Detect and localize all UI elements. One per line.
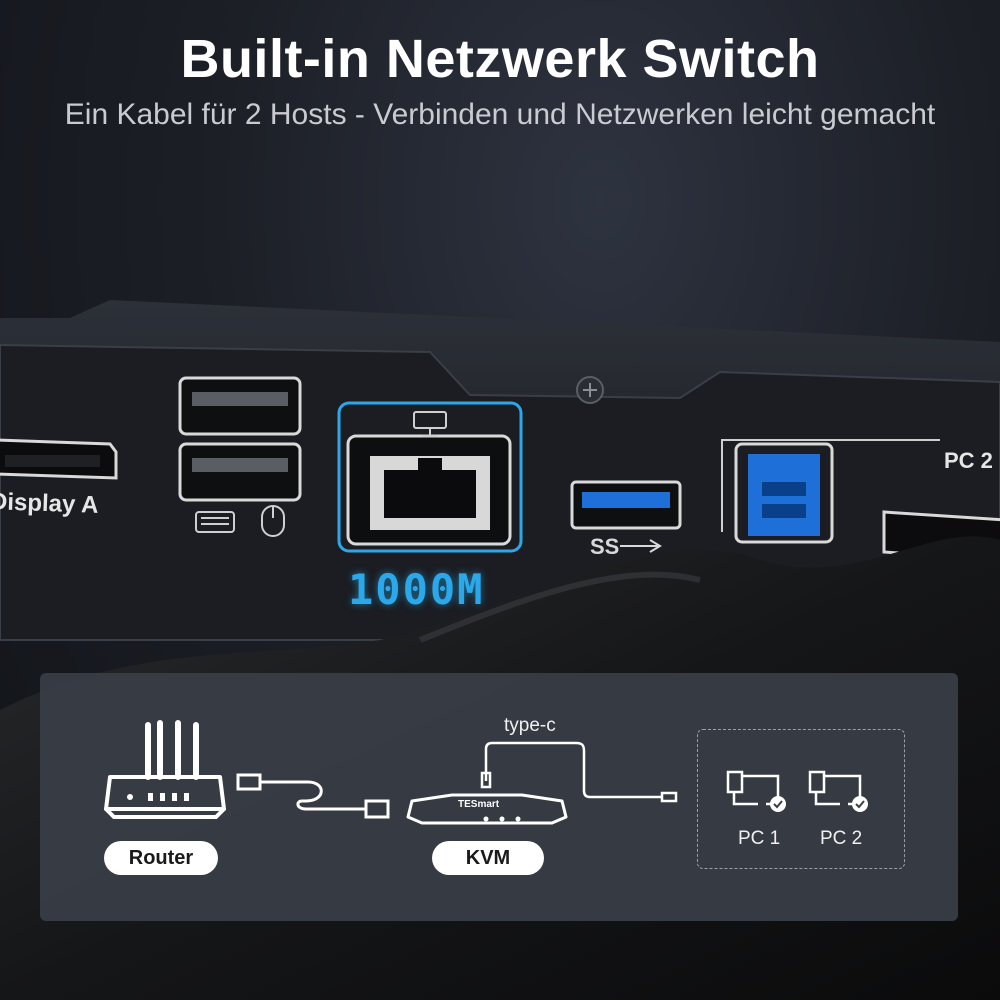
- usb-icon: [620, 539, 662, 553]
- kvm-brand-text: TESmart: [458, 799, 500, 810]
- usb3-label: SS: [590, 534, 620, 559]
- type-c-label: type-c: [504, 715, 556, 736]
- pc-hosts-box: PC 1 PC 2: [697, 729, 905, 869]
- pc2-port-label: PC 2: [944, 448, 993, 473]
- kvm-label: KVM: [432, 841, 544, 875]
- page-title: Built-in Netzwerk Switch: [180, 29, 820, 89]
- pc1-label: PC 1: [738, 828, 781, 849]
- connection-diagram-panel: TESmart type-c Router KVM PC 1 PC 2: [40, 673, 958, 921]
- keyboard-icon: [195, 511, 235, 533]
- lan-speed-label: 1000M: [348, 565, 485, 614]
- pc1-icon: [726, 770, 786, 812]
- kvm-icon: TESmart: [406, 793, 568, 825]
- router-label: Router: [104, 841, 218, 875]
- network-icon: [413, 411, 447, 437]
- pc2-label: PC 2: [820, 828, 863, 849]
- type-c-cable-icon: [480, 741, 678, 803]
- ethernet-cable-icon: [236, 773, 390, 819]
- display-a-label: Display A: [0, 488, 99, 519]
- router-icon: [104, 720, 226, 819]
- page-subtitle: Ein Kabel für 2 Hosts - Verbinden und Ne…: [64, 98, 936, 131]
- pc2-bracket: [721, 439, 940, 532]
- pc2-icon: [808, 770, 868, 812]
- mouse-icon: [261, 505, 285, 537]
- lan-port-highlight: [337, 401, 523, 553]
